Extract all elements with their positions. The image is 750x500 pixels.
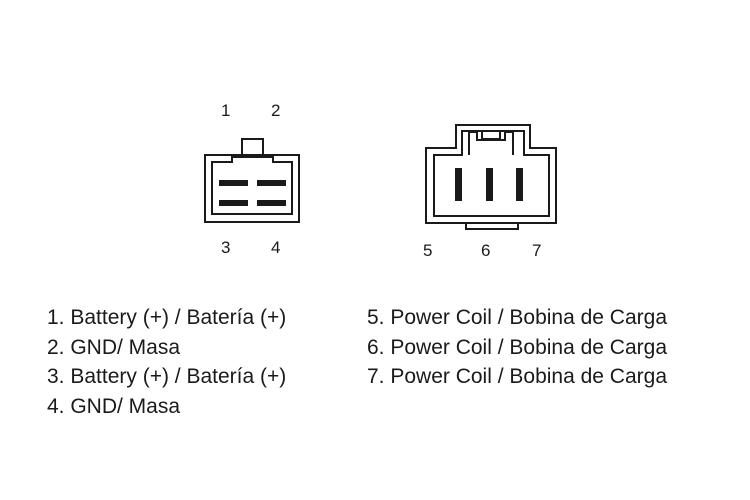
three-pin-terminals xyxy=(455,168,523,201)
connector-housing-outer xyxy=(425,124,557,224)
connector-housing-inner xyxy=(211,156,293,215)
pin-label-5: 5 xyxy=(423,241,432,260)
connector-latch-window xyxy=(481,130,501,140)
pin-label-4: 4 xyxy=(271,238,280,257)
pin-label-7: 7 xyxy=(532,241,541,260)
terminal-pin-3 xyxy=(219,200,248,206)
pin-legend-right: 5. Power Coil / Bobina de Carga 6. Power… xyxy=(367,303,667,392)
terminal-pin-2 xyxy=(257,180,286,186)
pin-legend-left: 1. Battery (+) / Batería (+) 2. GND/ Mas… xyxy=(47,303,286,421)
terminal-pin-1 xyxy=(219,180,248,186)
connector-housing-inner xyxy=(433,130,550,217)
legend-item-3: 3. Battery (+) / Batería (+) xyxy=(47,365,287,388)
connector-latch-tab xyxy=(241,138,264,156)
legend-item-6: 6. Power Coil / Bobina de Carga xyxy=(367,335,667,359)
legend-item-2: 2. GND/ Masa xyxy=(47,335,181,359)
terminal-pin-6 xyxy=(486,168,493,201)
connector-latch xyxy=(468,131,514,155)
legend-item-7: 7. Power Coil / Bobina de Carga xyxy=(367,365,667,388)
four-pin-connector xyxy=(204,138,300,223)
legend-item-5: 5. Power Coil / Bobina de Carga xyxy=(367,306,667,329)
pin-label-1: 1 xyxy=(221,101,230,120)
legend-item-4: 4. GND/ Masa xyxy=(47,394,181,418)
pin-label-2: 2 xyxy=(271,101,280,120)
connector-bottom-key xyxy=(465,223,519,230)
pin-label-6: 6 xyxy=(481,241,490,260)
connector-housing-outer xyxy=(204,154,300,223)
terminal-pin-7 xyxy=(516,168,523,201)
terminal-pin-5 xyxy=(455,168,462,201)
four-pin-terminals xyxy=(219,180,286,206)
terminal-pin-4 xyxy=(257,200,286,206)
pin-label-3: 3 xyxy=(221,238,230,257)
three-pin-connector xyxy=(425,124,557,230)
legend-item-1: 1. Battery (+) / Batería (+) xyxy=(47,306,287,329)
